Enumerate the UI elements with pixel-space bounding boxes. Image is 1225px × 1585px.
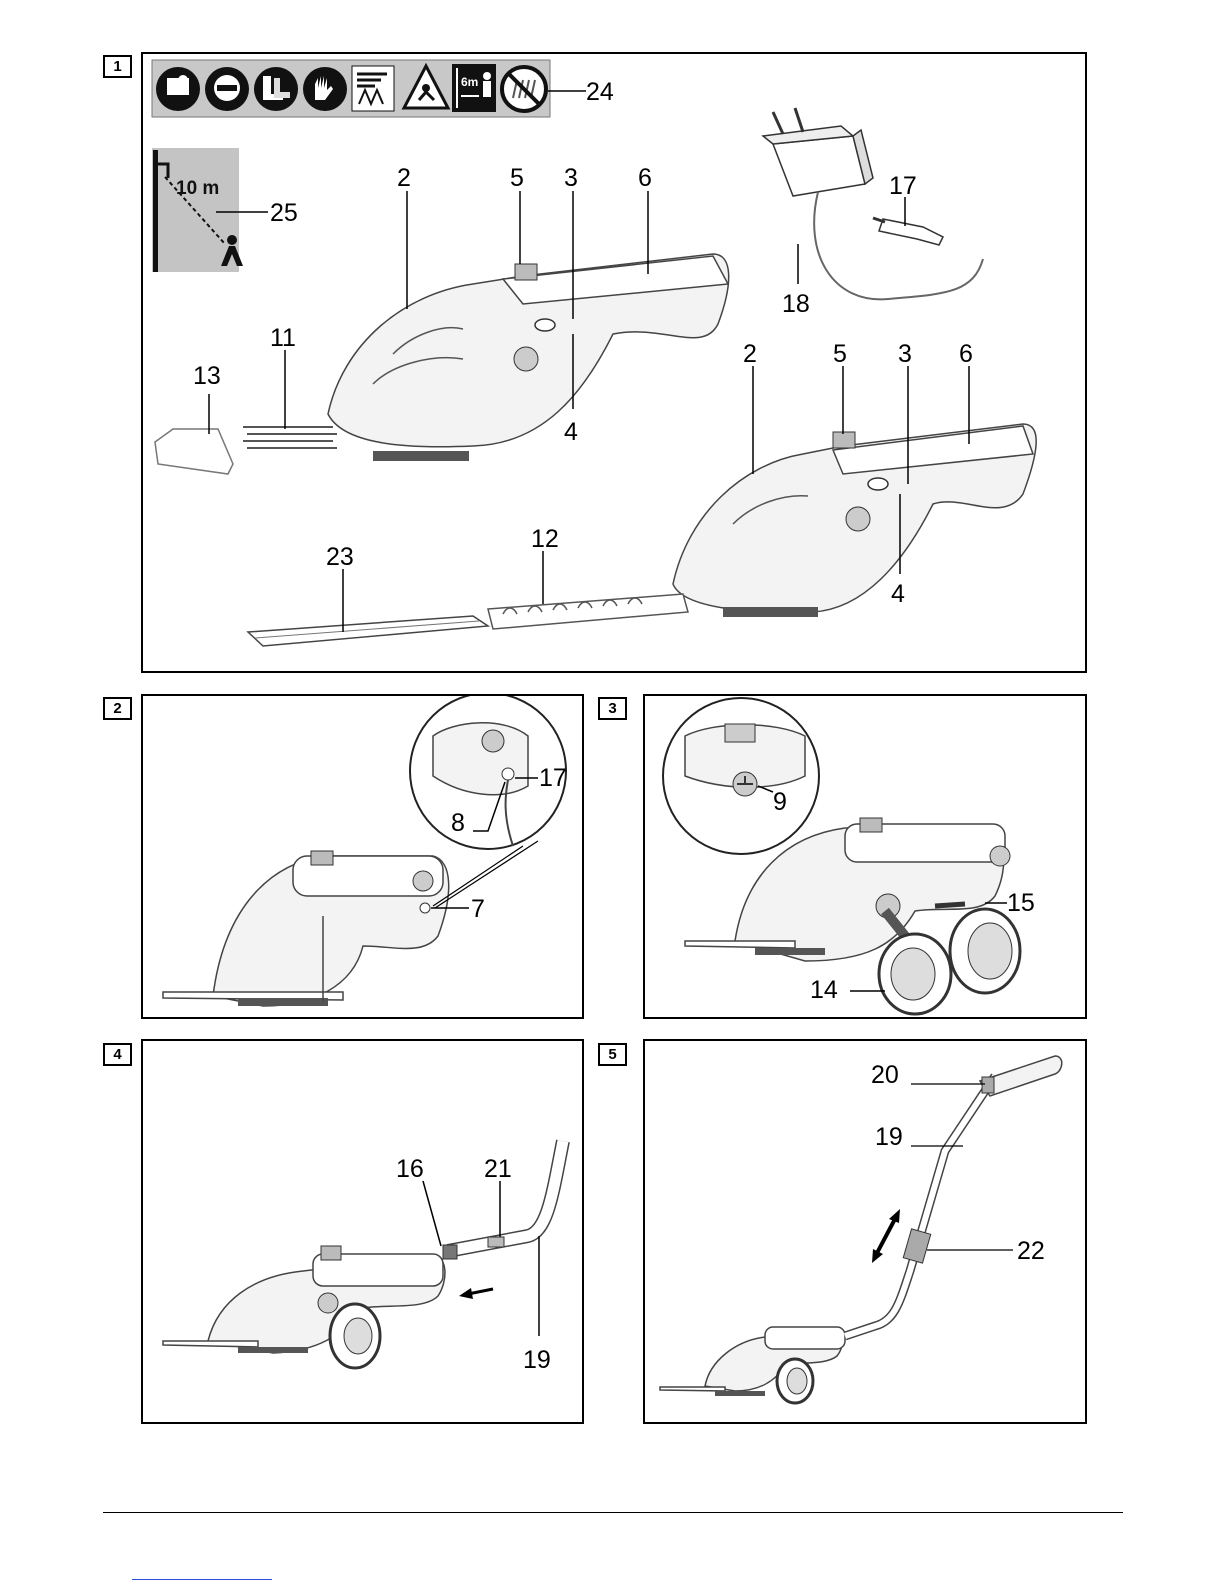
callout-25: 25 <box>270 199 298 227</box>
safety-boots-icon <box>254 67 298 111</box>
charging-shears-drawing <box>163 851 449 1006</box>
figure-1-panel: 6m 24 10 m 25 <box>141 52 1087 673</box>
callout-18: 18 <box>782 290 810 318</box>
footer-link-underline[interactable] <box>132 1579 272 1580</box>
callout-8: 8 <box>451 809 465 837</box>
figure-1-drawing: 6m 24 10 m 25 <box>143 54 1089 675</box>
adjust-direction-arrow <box>872 1209 900 1263</box>
callout-3-top: 3 <box>564 164 578 192</box>
callout-19: 19 <box>523 1346 551 1374</box>
no-rain-icon <box>352 66 394 111</box>
figure-5-drawing: 20 19 22 <box>645 1041 1089 1426</box>
wheel-front <box>879 934 951 1014</box>
callout-2-top: 2 <box>397 164 411 192</box>
callout-24: 24 <box>586 78 614 106</box>
safety-icon-strip: 6m <box>152 60 550 117</box>
gloves-icon <box>303 67 347 111</box>
callout-2-bottom: 2 <box>743 340 757 368</box>
wheel-rear <box>950 909 1020 993</box>
callout-5-top: 5 <box>510 164 524 192</box>
callout-15: 15 <box>1007 889 1035 917</box>
callout-22: 22 <box>1017 1237 1045 1265</box>
distance-6m-icon: 6m <box>452 64 496 112</box>
callout-6-bottom: 6 <box>959 340 973 368</box>
callout-12: 12 <box>531 525 559 553</box>
shears-attach-handle-drawing <box>163 1246 445 1353</box>
assembled-shears-drawing <box>660 1327 845 1403</box>
callout-16: 16 <box>396 1155 424 1183</box>
face-protection-icon <box>205 67 249 111</box>
callout-21: 21 <box>484 1155 512 1183</box>
wheel <box>330 1304 380 1368</box>
callout-11: 11 <box>270 324 296 352</box>
power-line-distance-text: 10 m <box>176 178 219 199</box>
long-handle-drawing <box>845 1056 1062 1336</box>
read-manual-icon <box>156 67 200 111</box>
figure-2-drawing: 17 8 7 <box>143 696 586 1021</box>
callout-4-bottom: 4 <box>891 580 905 608</box>
callout-23: 23 <box>326 543 354 571</box>
callout-17: 17 <box>539 764 567 792</box>
figure-number-2: 2 <box>103 697 132 720</box>
figure-3-panel: 9 15 14 <box>643 694 1087 1019</box>
figure-number-4: 4 <box>103 1043 132 1066</box>
blade-cover-drawing <box>248 616 488 646</box>
callout-19: 19 <box>875 1123 903 1151</box>
callout-6-top: 6 <box>638 164 652 192</box>
callout-4-top: 4 <box>564 418 578 446</box>
wheel-detail-circle <box>663 698 819 854</box>
figure-4-panel: 16 21 19 <box>141 1039 584 1424</box>
figure-4-drawing: 16 21 19 <box>143 1041 586 1426</box>
callout-17: 17 <box>889 172 917 200</box>
figure-2-panel: 17 8 7 <box>141 694 584 1019</box>
callout-13: 13 <box>193 362 221 390</box>
callout-7: 7 <box>471 895 485 923</box>
figure-number-1: 1 <box>103 55 132 78</box>
figure-3-drawing: 9 15 14 <box>645 696 1089 1021</box>
figure-5-panel: 20 19 22 <box>643 1039 1087 1424</box>
callout-9: 9 <box>773 788 787 816</box>
shears-hedge-blade-drawing <box>488 424 1036 629</box>
power-line-warning-icon: 10 m <box>152 148 243 272</box>
charger-adapter <box>763 108 983 299</box>
shears-grass-blade-drawing <box>155 254 729 474</box>
figure-number-3: 3 <box>598 697 627 720</box>
footer-rule <box>103 1512 1123 1513</box>
figure-number-5: 5 <box>598 1043 627 1066</box>
callout-3-bottom: 3 <box>898 340 912 368</box>
insert-direction-arrow <box>459 1288 493 1299</box>
callout-20: 20 <box>871 1061 899 1089</box>
distance-6m-text: 6m <box>461 75 478 89</box>
callout-5-bottom: 5 <box>833 340 847 368</box>
no-wet-grass-icon <box>502 67 546 111</box>
callout-14: 14 <box>810 976 838 1004</box>
